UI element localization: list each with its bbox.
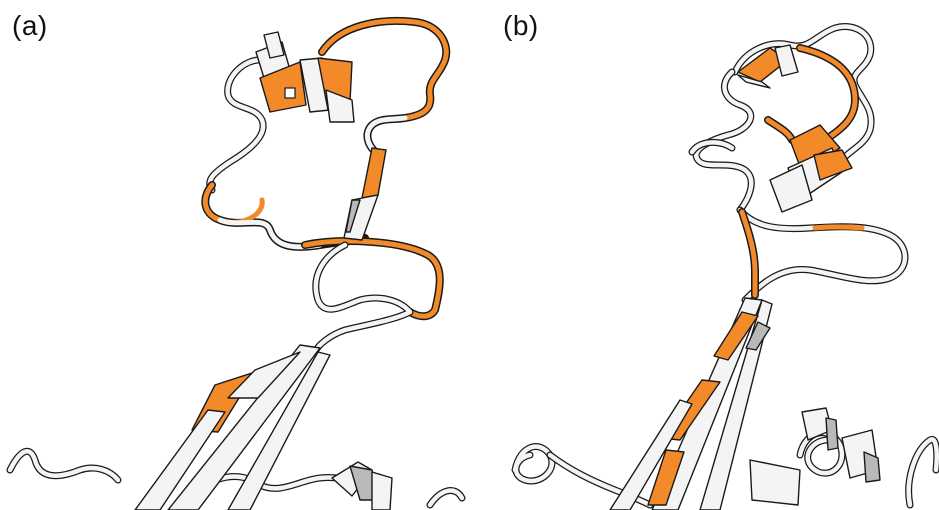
panel-a-ribbon-diagram: [0, 0, 470, 510]
panel-a: (a): [0, 0, 470, 510]
panel-b: (b): [470, 0, 939, 510]
panel-a-sheets: [135, 32, 392, 510]
panel-b-ribbon-diagram: [470, 0, 939, 510]
